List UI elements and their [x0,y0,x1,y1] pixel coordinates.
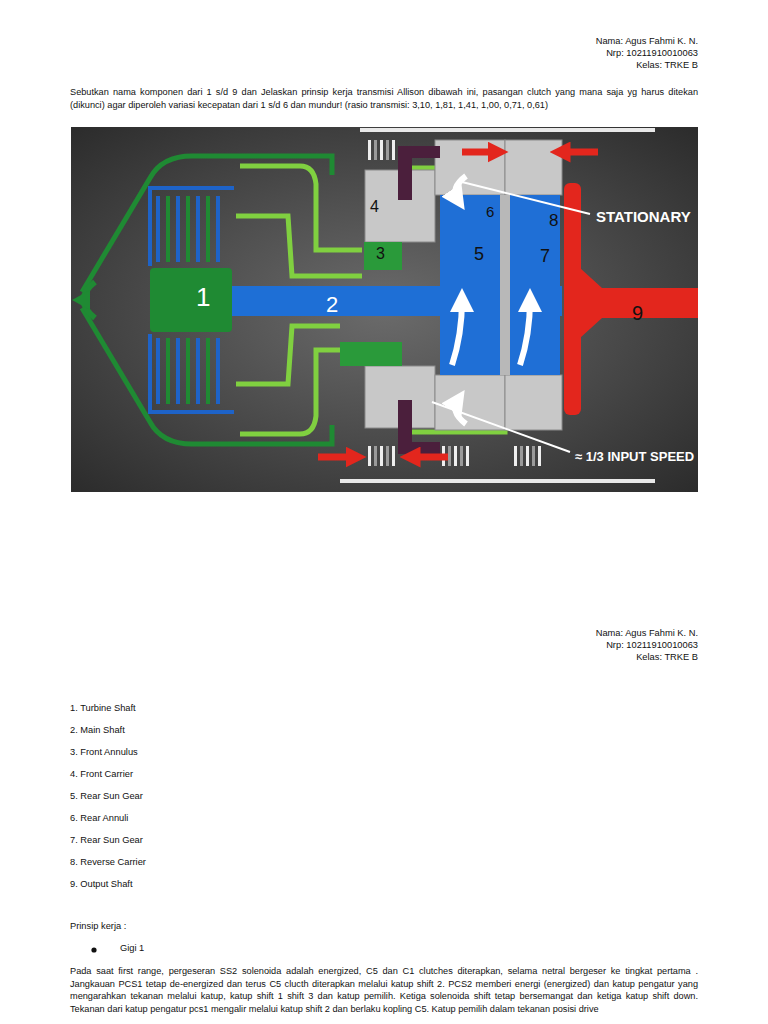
image-background [71,127,698,492]
clutch-plate [156,196,160,262]
callout-number: 7 [540,246,550,267]
clutch-plate [176,196,180,262]
header-text: Nama: Agus Fahmi K. N. [596,628,698,638]
clutch-disc [526,446,529,466]
clutch-disc [386,446,389,466]
clutch-disc [392,446,395,466]
front-annulus [364,242,402,270]
clutch-plate [206,338,210,404]
header-text: Kelas: TRKE B [636,60,698,70]
sun-gear [440,195,500,375]
callout-number: 3 [376,245,385,263]
clutch-disc [380,140,383,160]
clutch-disc [368,446,371,466]
clutch-disc [514,446,517,466]
clutch-disc [532,446,535,466]
clutch-plate [186,196,190,262]
planet-gears [505,375,562,430]
front-annulus [340,342,402,366]
header-text: Nrp: 10211910010063 [606,48,698,58]
component-item: 4. Front Carrier [70,769,133,779]
sun-gear [510,195,560,375]
header-text: Nrp: 10211910010063 [606,640,698,650]
clutch-plate [196,338,200,404]
callout-number: 5 [474,244,484,265]
input-clutch [150,188,234,412]
part-callout: ≈ 1/3 INPUT SPEED [575,449,694,464]
clutch-disc [460,446,463,466]
leader-line [432,402,570,452]
planet-gears [435,140,505,195]
body-paragraph: Pada saat first range, pergeseran SS2 so… [70,965,698,1015]
component-item: 6. Rear Annuli [70,813,128,823]
clutch-disc [454,446,457,466]
rotation-arrow [452,176,530,424]
planet-gears [435,375,505,430]
question-text: Sebutkan nama komponen dari 1 s/d 9 dan … [70,86,698,111]
clutch-plate [156,338,160,404]
section-heading: Prinsip kerja : [70,921,126,931]
component-item: 8. Reverse Carrier [70,857,146,867]
clutch-disc [374,446,377,466]
clutch-disc [448,446,451,466]
planet-gears [505,140,562,195]
callout-number: 8 [549,211,558,231]
carrier-web [500,195,510,375]
clutch-disc [374,140,377,160]
reverse-carrier [398,400,440,454]
clutch-plate [166,196,170,262]
list-bullet [91,947,96,952]
component-item: 2. Main Shaft [70,725,125,735]
clutch-plate [216,196,220,262]
clutch-disc [392,140,395,160]
header-text: Nama: Agus Fahmi K. N. [596,36,698,46]
apply-arrow [318,152,598,457]
header-text: Kelas: TRKE B [636,652,698,662]
component-item: 5. Rear Sun Gear [70,791,143,801]
clutch-disc [538,446,541,466]
clutch-disc [520,446,523,466]
component-item: 1. Turbine Shaft [70,703,136,713]
clutch-plate [186,338,190,404]
callout-number: 4 [370,198,379,216]
reverse-carrier [398,146,440,200]
clutch-disc [466,446,469,466]
output-flange [564,183,581,415]
rotation-arrow [72,290,90,310]
clutch-disc [368,140,371,160]
clutch-disc [386,140,389,160]
callout-number: 1 [196,282,210,313]
output-shaft [580,268,698,338]
clutch-plate [176,338,180,404]
leader-line [462,182,590,214]
clutch-disc [380,446,383,466]
clutch-plate [196,196,200,262]
component-item: 3. Front Annulus [70,747,138,757]
housing-line [360,128,655,132]
clutch-plate [166,338,170,404]
turbine-hub [150,268,232,332]
component-item: 7. Rear Sun Gear [70,835,143,845]
callout-number: 2 [326,292,338,318]
clutch-plate [206,196,210,262]
part-callout: STATIONARY [596,208,691,225]
clutch-plate [216,338,220,404]
list-item: Gigi 1 [120,943,144,953]
callout-number: 9 [632,302,643,325]
callout-number: 6 [486,203,494,220]
housing-line [340,479,655,483]
component-item: 9. Output Shaft [70,879,133,889]
